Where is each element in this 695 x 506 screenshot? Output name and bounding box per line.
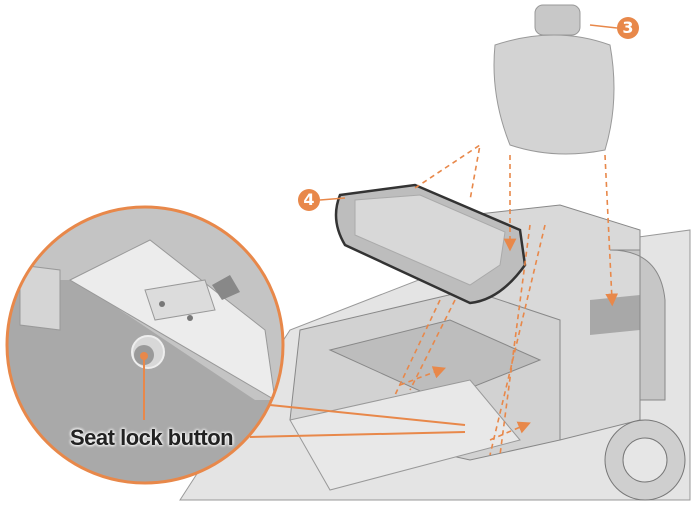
- assembly-guides: [394, 143, 619, 456]
- backrest-part: [493, 4, 615, 155]
- callout-badge-4: 4: [298, 189, 320, 211]
- seat-part: [334, 183, 527, 305]
- detail-circle-border: [5, 205, 285, 485]
- ride-on-vehicle: [179, 204, 691, 501]
- zoom-connector-top: [269, 404, 466, 426]
- zoom-connector-bottom: [249, 431, 466, 438]
- callout-4-leader: [319, 197, 346, 201]
- detail-zoom-view: [7, 207, 283, 483]
- callout-badge-3: 3: [617, 17, 639, 39]
- seat-lock-button-label: Seat lock button: [70, 425, 234, 450]
- callout-3-leader: [589, 24, 618, 29]
